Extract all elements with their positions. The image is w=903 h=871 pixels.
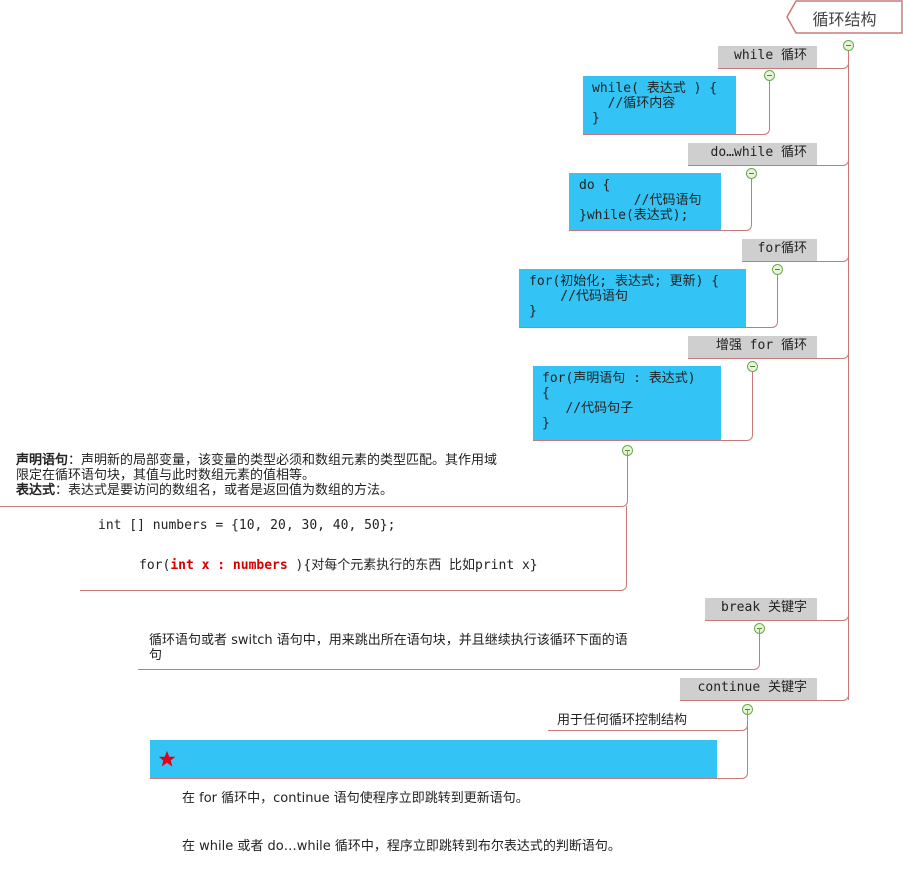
enhanced-for-note: 声明语句：声明新的局部变量，该变量的类型必须和数组元素的类型匹配。其作用域限定在… (16, 453, 497, 498)
topic-do-while-label: do…while 循环 (710, 145, 807, 160)
code-for: for(初始化; 表达式; 更新) { //代码语句} (519, 269, 746, 327)
connector-for (742, 253, 849, 262)
code-line: { (542, 386, 550, 401)
code-line: } (529, 304, 537, 319)
root-topic-label: 循环结构 (812, 10, 877, 29)
example-prefix: for( (139, 558, 171, 573)
code-line: //代码语句 (579, 193, 702, 208)
break-description: 循环语句或者 switch 语句中，用来跳出所在语句块，并且继续执行该循环下面的… (149, 633, 628, 663)
topic-for-label: for循环 (757, 241, 807, 256)
trunk-connector (848, 51, 849, 700)
continue-detail-line: 在 for 循环中，continue 语句使程序立即跳转到更新语句。 (182, 791, 529, 806)
code-enhanced-for: for(声明语句 : 表达式){ //代码句子} (533, 366, 721, 440)
code-line: do { (579, 178, 611, 193)
connector-break (705, 612, 849, 621)
root-collapse-icon[interactable] (843, 40, 854, 51)
connector-example (80, 506, 627, 591)
code-line: } (542, 416, 550, 431)
topic-continue[interactable]: continue 关键字 (680, 678, 817, 700)
topic-break-label: break 关键字 (721, 600, 807, 615)
topic-for[interactable]: for循环 (742, 239, 817, 261)
example-line-1: int [] numbers = {10, 20, 30, 40, 50}; (98, 518, 396, 533)
code-line: //循环内容 (592, 96, 676, 111)
connector-enhanced-for (688, 350, 849, 359)
connector-while (718, 60, 849, 69)
continue-description: 用于任何循环控制结构 (557, 713, 688, 728)
code-line: //代码句子 (542, 401, 634, 416)
topic-break[interactable]: break 关键字 (705, 598, 817, 620)
topic-enhanced-for-label: 增强 for 循环 (715, 338, 807, 353)
connector-continue (680, 692, 849, 701)
code-line: while( 表达式 ) { (592, 81, 718, 96)
decl-text-cont: 限定在循环语句块，其值与此时数组元素的值相等。 (16, 468, 316, 483)
connector-do-while-code (569, 179, 752, 231)
example-suffix: ){对每个元素执行的东西 比如print x} (287, 558, 538, 573)
enhanced-for-collapse-icon[interactable] (747, 361, 758, 372)
topic-while[interactable]: while 循环 (718, 46, 817, 68)
topic-do-while[interactable]: do…while 循环 (688, 143, 817, 165)
connector-note (0, 450, 628, 507)
break-desc-line: 循环语句或者 switch 语句中，用来跳出所在语句块，并且继续执行该循环下面的… (149, 633, 628, 648)
example-highlight: int x : numbers (170, 558, 288, 573)
root-topic[interactable]: 循环结构 (786, 0, 903, 34)
star-icon (158, 750, 176, 767)
code-line: }while(表达式); (579, 208, 689, 223)
connector-while-code (583, 81, 770, 135)
do-while-collapse-icon[interactable] (746, 168, 757, 179)
expr-text: ：表达式是要访问的数组名，或者是返回值为数组的方法。 (55, 483, 394, 498)
expr-label: 表达式 (16, 483, 56, 498)
connector-do-while (688, 157, 849, 166)
code-while: while( 表达式 ) { //循环内容} (583, 76, 736, 134)
topic-while-label: while 循环 (734, 48, 807, 63)
code-line: } (592, 111, 600, 126)
connector-enhanced-for-code (533, 372, 753, 441)
continue-detail-line: 在 while 或者 do…while 循环中，程序立即跳转到布尔表达式的判断语… (182, 839, 621, 854)
decl-text: ：声明新的局部变量，该变量的类型必须和数组元素的类型匹配。其作用域 (68, 453, 498, 468)
decl-label: 声明语句 (16, 453, 69, 468)
root-topic-shape (786, 0, 903, 34)
example-line-2: for(int x : numbers ){对每个元素执行的东西 比如print… (139, 554, 538, 573)
code-do-while: do { //代码语句}while(表达式); (569, 173, 721, 230)
for-collapse-icon[interactable] (772, 264, 783, 275)
topic-enhanced-for[interactable]: 增强 for 循环 (688, 336, 817, 358)
connector-continue-detail (150, 716, 748, 779)
code-line: //代码语句 (529, 289, 628, 304)
code-line: for(声明语句 : 表达式) (542, 371, 696, 386)
connector-for-code (519, 275, 778, 328)
break-desc-line: 句 (149, 648, 163, 663)
topic-continue-label: continue 关键字 (697, 680, 807, 695)
code-line: for(初始化; 表达式; 更新) { (529, 274, 720, 289)
while-collapse-icon[interactable] (764, 70, 775, 81)
connector-break-desc (138, 628, 760, 670)
